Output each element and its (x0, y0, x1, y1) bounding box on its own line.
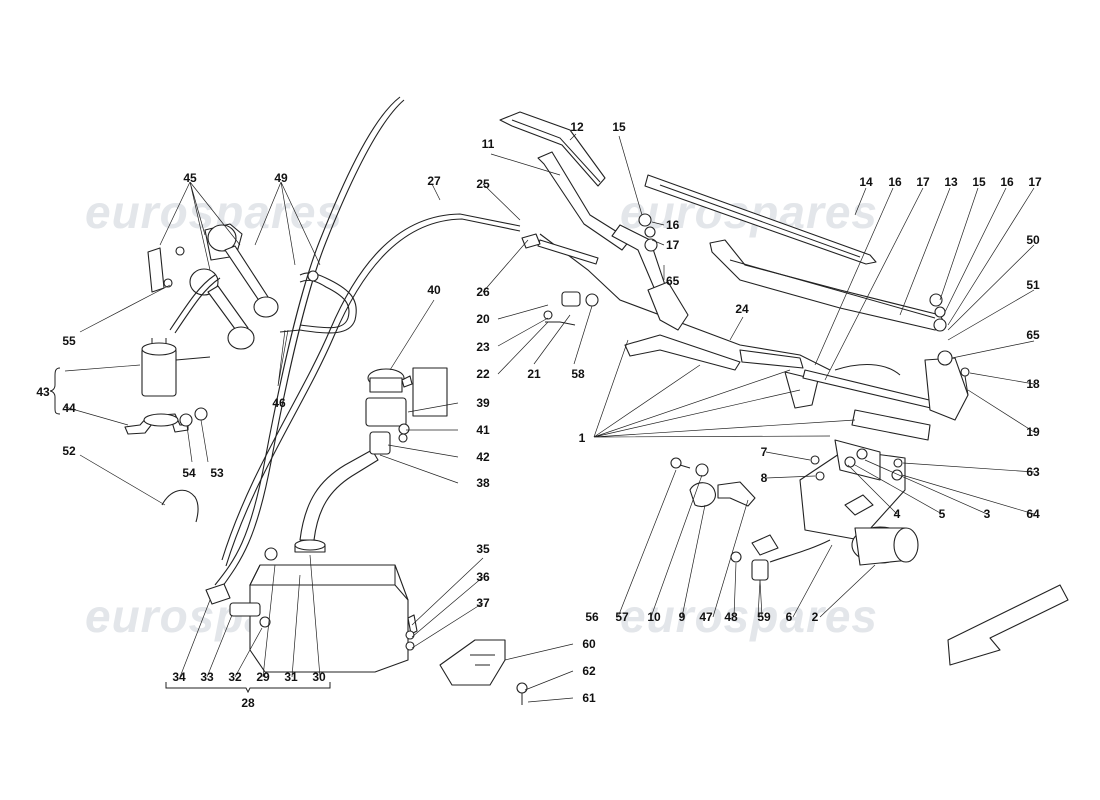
callout-63: 63 (1026, 465, 1040, 479)
callout-24: 24 (735, 302, 749, 316)
callout-65: 65 (1026, 328, 1040, 342)
callout-13: 13 (944, 175, 958, 189)
callout-33: 33 (200, 670, 214, 684)
wiper-assembly (499, 111, 970, 581)
callout-38: 38 (476, 476, 490, 490)
callout-47: 47 (699, 610, 713, 624)
callout-64: 64 (1026, 507, 1040, 521)
group-brackets (49, 367, 331, 694)
callout-57: 57 (615, 610, 629, 624)
callout-46: 46 (272, 396, 286, 410)
callout-11: 11 (482, 137, 495, 151)
callout-22: 22 (476, 367, 490, 381)
callout-32: 32 (228, 670, 242, 684)
callout-45: 45 (183, 171, 197, 185)
callout-58: 58 (571, 367, 585, 381)
callout-31: 31 (284, 670, 298, 684)
watermark: eurospares (620, 590, 878, 642)
washer-reservoir (205, 367, 528, 705)
callout-20: 20 (476, 312, 490, 326)
callout-50: 50 (1026, 233, 1040, 247)
callout-26: 26 (476, 285, 490, 299)
callout-37: 37 (476, 596, 490, 610)
callout-30: 30 (312, 670, 326, 684)
callout-3: 3 (984, 507, 991, 521)
callout-5: 5 (939, 507, 946, 521)
callout-43: 43 (36, 385, 50, 399)
callout-18: 18 (1026, 377, 1040, 391)
callout-51: 51 (1026, 278, 1040, 292)
callout-6: 6 (786, 610, 793, 624)
callout-17: 17 (916, 175, 930, 189)
callout-1: 1 (579, 431, 586, 445)
callout-17: 17 (666, 238, 680, 252)
callout-49: 49 (274, 171, 288, 185)
callout-55: 55 (62, 334, 76, 348)
callout-56: 56 (585, 610, 599, 624)
callout-27: 27 (427, 174, 441, 188)
callout-52: 52 (62, 444, 76, 458)
direction-arrow (947, 584, 1069, 666)
callout-14: 14 (859, 175, 873, 189)
callout-29: 29 (256, 670, 270, 684)
callout-16: 16 (888, 175, 902, 189)
callout-4: 4 (894, 507, 901, 521)
washer-pump-assembly (124, 223, 357, 523)
callout-25: 25 (476, 177, 490, 191)
callout-60: 60 (582, 637, 596, 651)
leader-lines (64, 133, 1035, 703)
callout-17: 17 (1028, 175, 1042, 189)
callout-65: 65 (666, 274, 680, 288)
callout-44: 44 (62, 401, 76, 415)
callout-54: 54 (182, 466, 196, 480)
callout-12: 12 (570, 120, 584, 134)
callout-48: 48 (724, 610, 738, 624)
callout-34: 34 (172, 670, 186, 684)
callout-21: 21 (527, 367, 541, 381)
callout-39: 39 (476, 396, 490, 410)
callout-16: 16 (1000, 175, 1014, 189)
callout-9: 9 (679, 610, 686, 624)
callout-62: 62 (582, 664, 596, 678)
callout-41: 41 (476, 423, 490, 437)
callout-15: 15 (972, 175, 986, 189)
callout-35: 35 (476, 542, 490, 556)
callout-labels: 45 49 55 43 44 52 54 53 46 27 40 39 41 4… (36, 120, 1042, 710)
callout-61: 61 (582, 691, 596, 705)
callout-23: 23 (476, 340, 490, 354)
callout-59: 59 (757, 610, 771, 624)
callout-15: 15 (612, 120, 626, 134)
callout-40: 40 (427, 283, 441, 297)
callout-7: 7 (761, 445, 768, 459)
callout-53: 53 (210, 466, 224, 480)
callout-36: 36 (476, 570, 490, 584)
callout-2: 2 (812, 610, 819, 624)
callout-16: 16 (666, 218, 680, 232)
callout-8: 8 (761, 471, 768, 485)
callout-28: 28 (241, 696, 255, 710)
callout-19: 19 (1026, 425, 1040, 439)
callout-10: 10 (647, 610, 661, 624)
callout-42: 42 (476, 450, 490, 464)
